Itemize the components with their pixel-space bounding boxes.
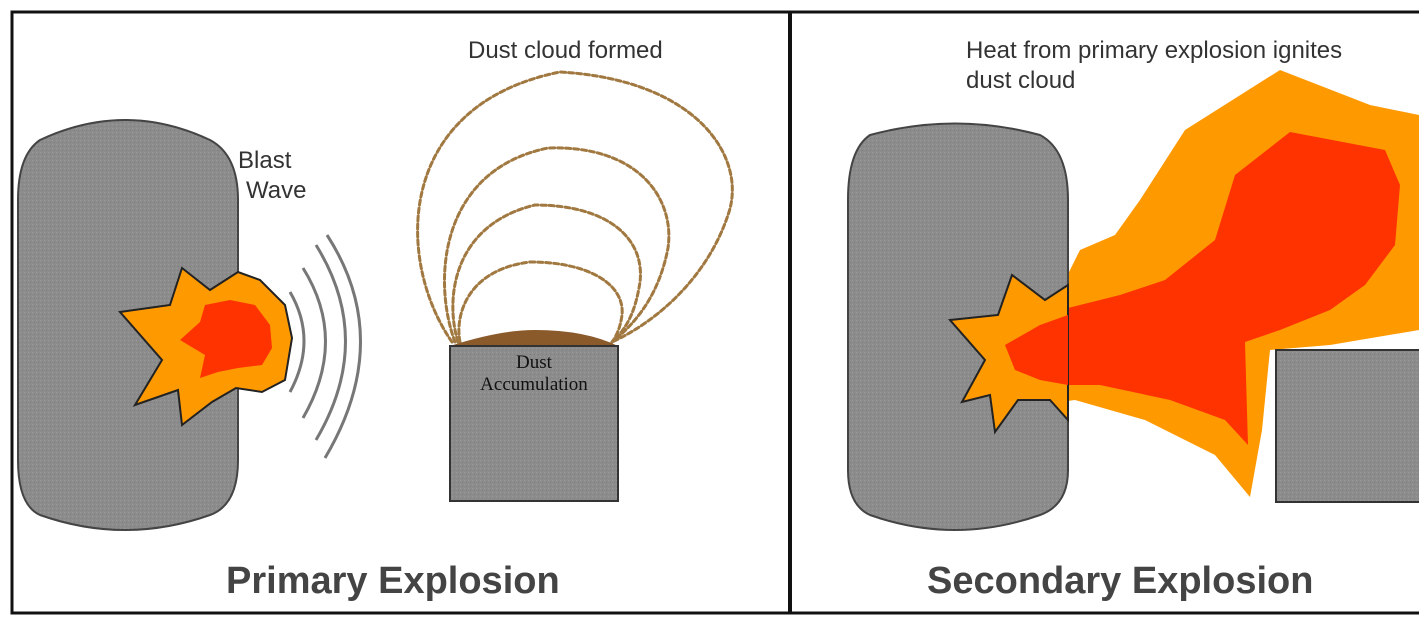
outer-border [10,10,1419,615]
secondary-panel [847,70,1419,531]
blast-arc-2 [301,267,327,419]
dust-accumulation-label-line1: Dust [516,352,552,373]
dust-cloud-ring-3 [451,203,642,344]
primary-vessel [17,119,239,531]
blast-wave-arcs [288,234,362,459]
primary-explosion-title: Primary Explosion [226,560,560,602]
heat-ignites-label-line2: dust cloud [966,67,1076,94]
blast-wave-label-line2: Wave [246,177,307,204]
dust-cloud-outer [416,70,734,344]
dust-cloud [416,70,734,344]
blast-arc-3 [314,244,347,441]
dust-cloud-ring-2 [443,146,671,344]
dust-cloud-label: Dust cloud formed [468,37,663,64]
secondary-box [1275,349,1419,503]
blast-arc-1 [288,291,306,393]
secondary-explosion-title: Secondary Explosion [927,560,1314,602]
primary-burst-inner [180,300,272,378]
blast-arc-4 [323,234,362,459]
dust-layer [450,330,618,346]
dust-accumulation-label-line2: Accumulation [480,374,588,395]
primary-panel [17,70,734,531]
heat-ignites-label-line1: Heat from primary explosion ignites [966,37,1343,64]
dust-cloud-ring-4 [457,260,624,344]
dust-accumulation-box [449,345,619,502]
blast-wave-label-line1: Blast [238,147,292,174]
fireball-inner [1005,132,1400,445]
secondary-burst-inner [1005,315,1068,385]
